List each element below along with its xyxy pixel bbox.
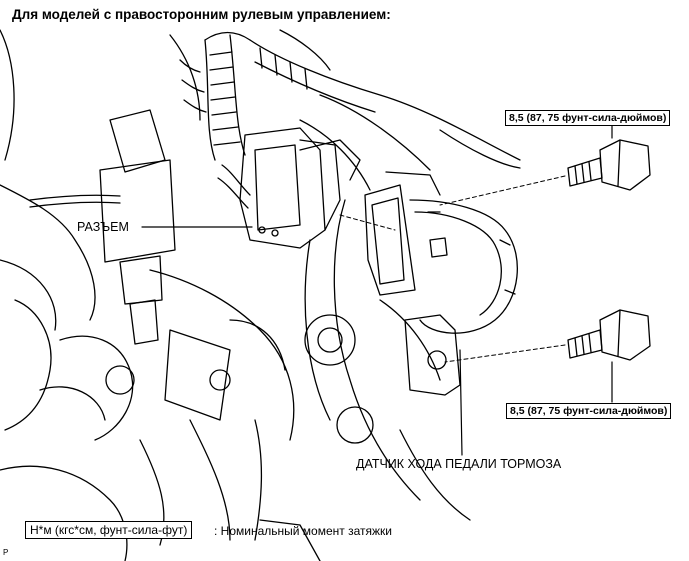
legend-description: : Номинальный момент затяжки bbox=[214, 524, 392, 538]
legend-unit-box: Н*м (кгс*см, фунт-сила-фут) bbox=[25, 521, 193, 539]
sensor-label: ДАТЧИК ХОДА ПЕДАЛИ ТОРМОЗА bbox=[356, 457, 562, 471]
wire-harness-icon bbox=[29, 29, 521, 208]
sensor-icon bbox=[364, 171, 518, 396]
engine-bay-background bbox=[0, 29, 471, 561]
torque-spec-upper-bolt: 8,5 (87, 75 фунт-сила-дюймов) bbox=[505, 110, 671, 126]
connector-label: РАЗЪЕМ bbox=[77, 220, 129, 234]
page-title: Для моделей с правосторонним рулевым упр… bbox=[12, 7, 391, 22]
torque-spec-lower-bolt: 8,5 (87, 75 фунт-сила-дюймов) bbox=[506, 403, 672, 419]
alignment-lines bbox=[339, 175, 566, 363]
bolt-icon bbox=[567, 139, 651, 361]
figure-code: P bbox=[3, 548, 9, 557]
connector-icon bbox=[217, 127, 341, 249]
leader-lines bbox=[141, 119, 613, 456]
